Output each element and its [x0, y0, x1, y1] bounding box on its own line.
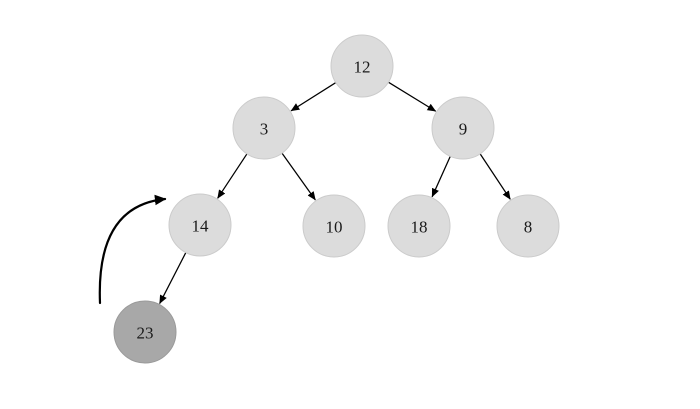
node-circle[interactable]	[387, 194, 451, 258]
node-label: 18	[411, 218, 428, 237]
node-circle[interactable]	[496, 194, 560, 258]
tree-edge	[280, 152, 316, 201]
tree-node-8[interactable]: 8	[496, 194, 560, 258]
node-circle[interactable]	[330, 34, 394, 98]
tree-node-18[interactable]: 18	[387, 194, 451, 258]
edges-layer	[159, 81, 511, 304]
tree-edge	[431, 155, 452, 198]
node-label: 3	[260, 120, 269, 139]
tree-edge	[387, 81, 437, 112]
tree-edge	[479, 152, 511, 200]
tree-edge	[159, 251, 187, 304]
node-circle[interactable]	[168, 193, 232, 257]
node-label: 12	[354, 58, 371, 77]
tree-node-12[interactable]: 12	[330, 34, 394, 98]
node-label: 14	[192, 217, 210, 236]
tree-node-9[interactable]: 9	[431, 96, 495, 160]
nodes-layer: 12 3 9 14 10 18 8 23	[113, 34, 560, 364]
node-circle-highlighted[interactable]	[113, 300, 177, 364]
tree-node-10[interactable]: 10	[302, 194, 366, 258]
swap-annotation-arrow	[98, 194, 167, 305]
node-circle[interactable]	[232, 96, 296, 160]
tree-edge	[217, 152, 249, 199]
node-label: 8	[524, 218, 533, 237]
tree-node-23[interactable]: 23	[113, 300, 177, 364]
tree-node-3[interactable]: 3	[232, 96, 296, 160]
annotation-arrow-layer	[98, 194, 167, 305]
node-label: 9	[459, 120, 468, 139]
tree-node-14[interactable]: 14	[168, 193, 232, 257]
node-label: 23	[137, 324, 154, 343]
node-label: 10	[326, 218, 343, 237]
node-circle[interactable]	[431, 96, 495, 160]
node-circle[interactable]	[302, 194, 366, 258]
tree-edge	[290, 81, 337, 112]
